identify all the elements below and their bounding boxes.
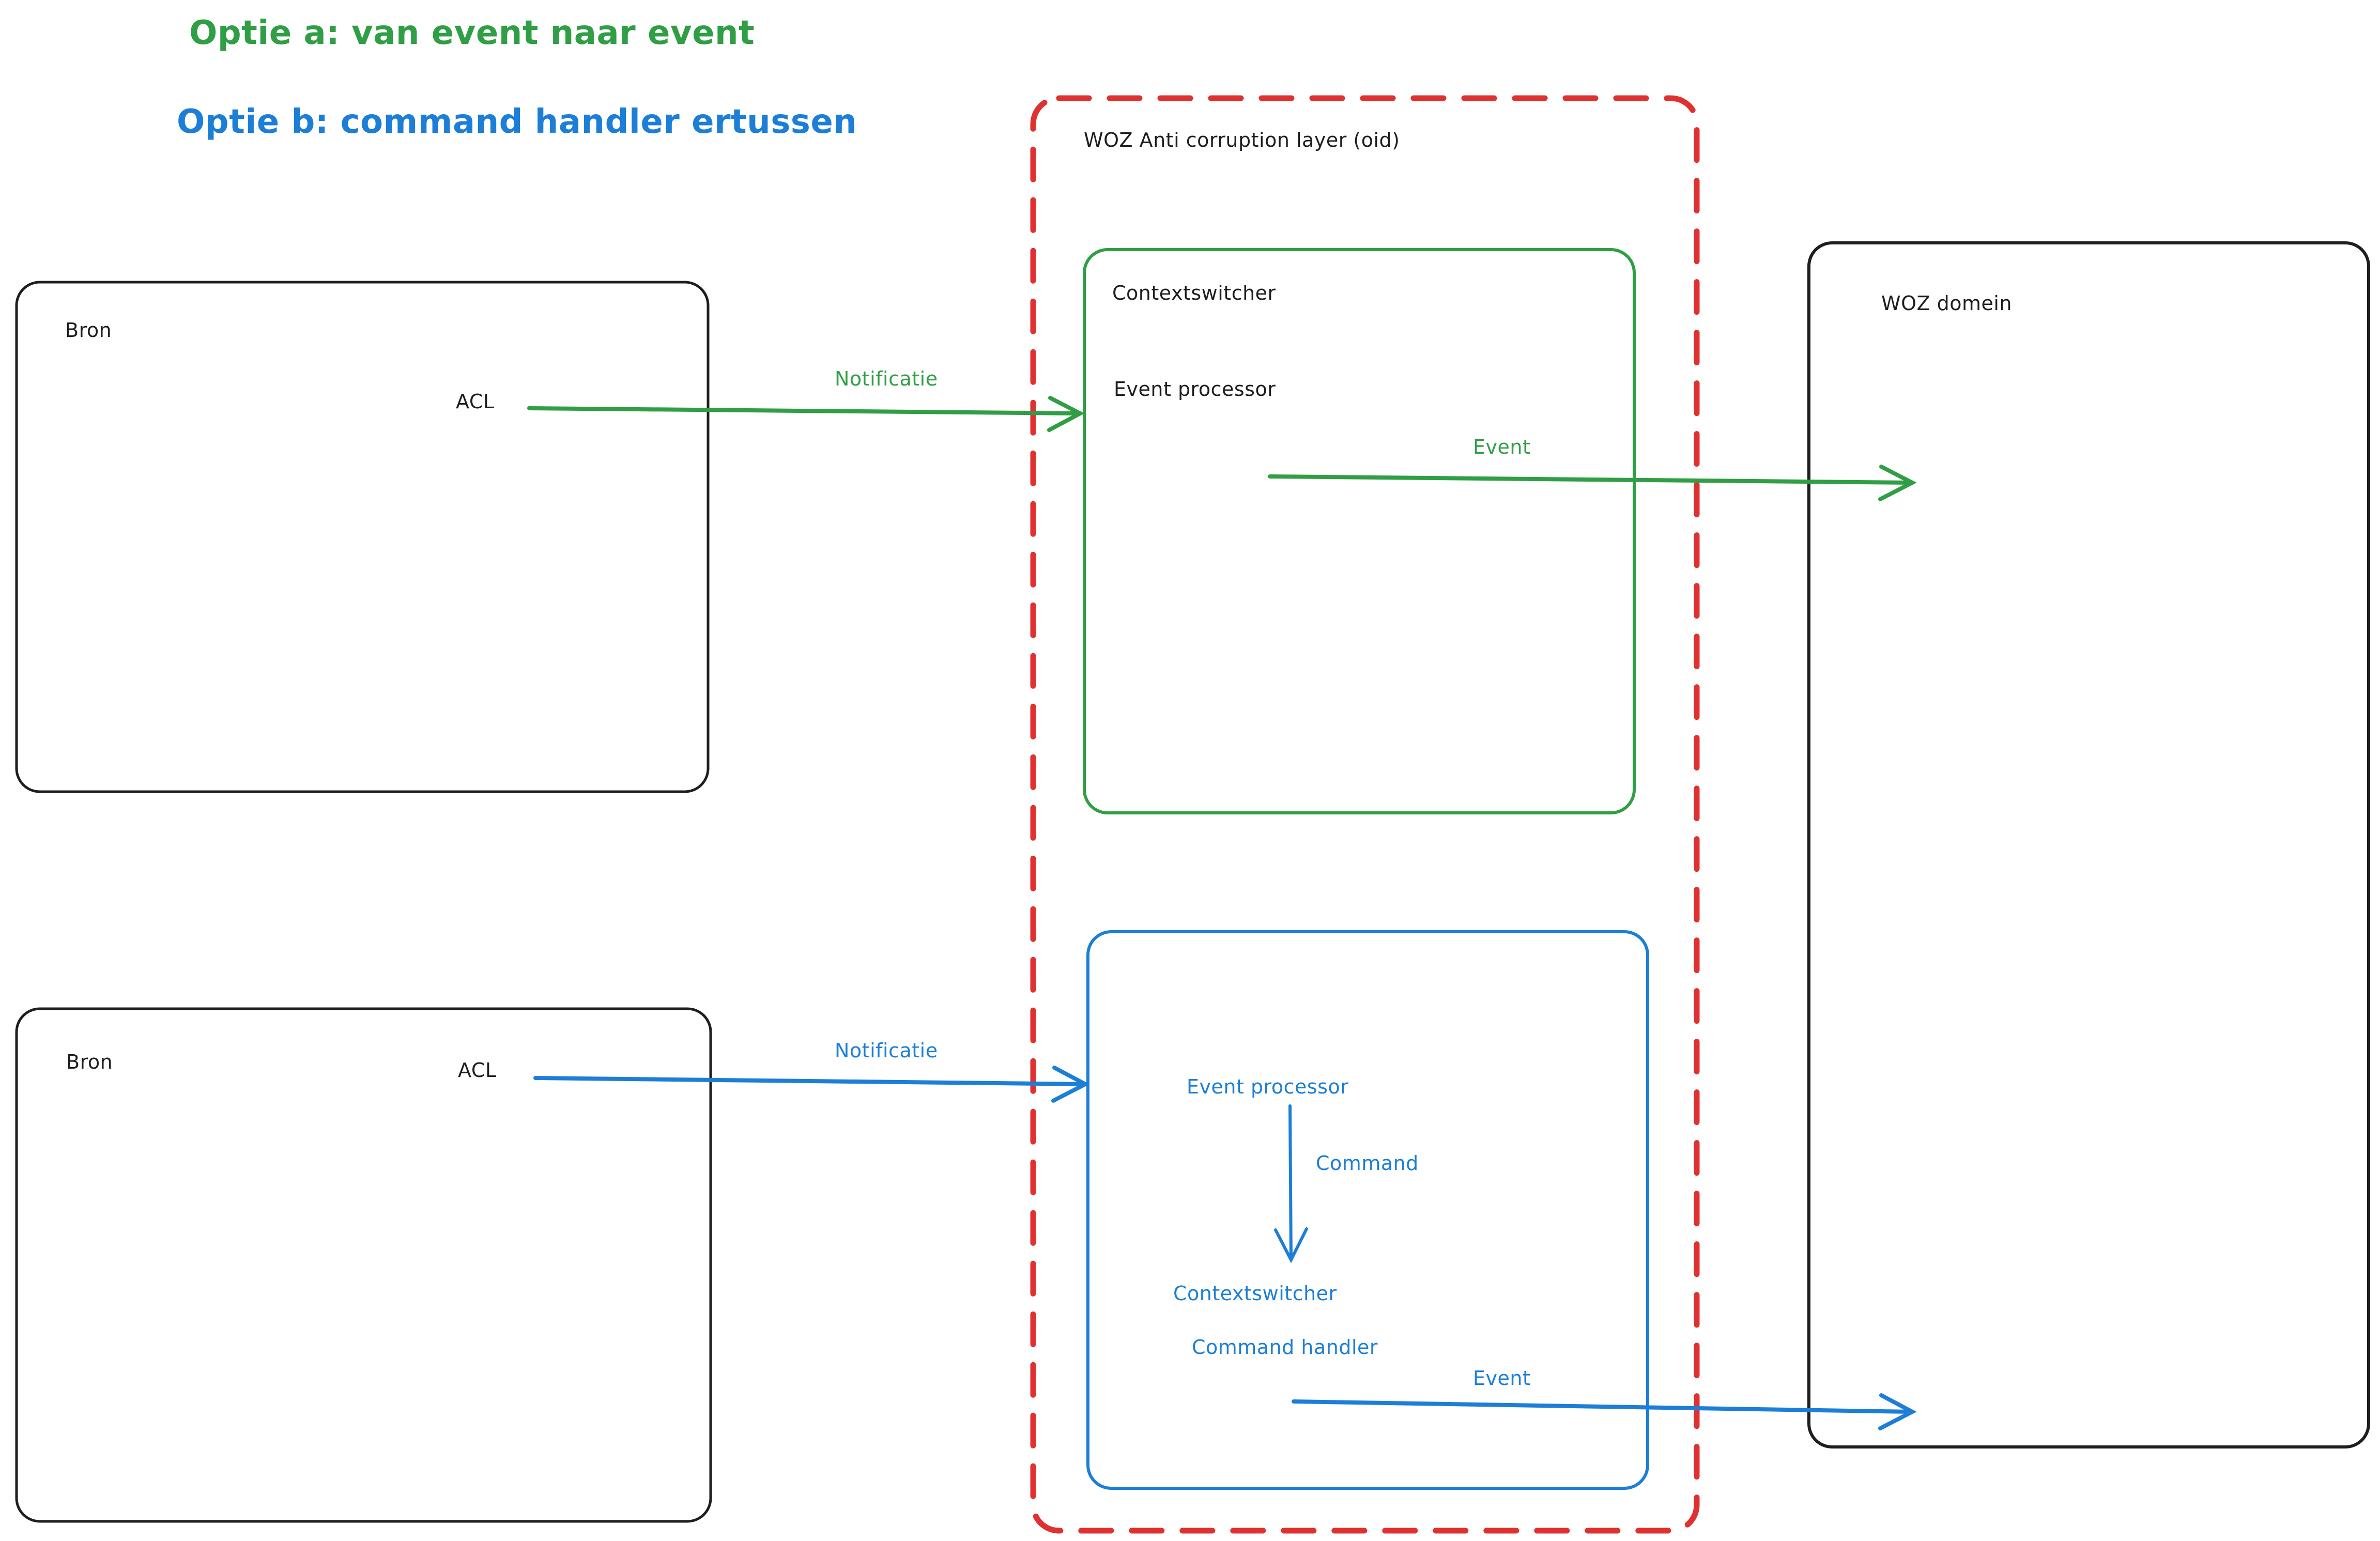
green-box-event-processor-label: Event processor xyxy=(1114,378,1276,400)
bron-top-box xyxy=(15,281,710,793)
bron-top-label: Bron xyxy=(65,319,112,342)
command-b-arrow xyxy=(1274,1104,1308,1263)
woz-domain-box xyxy=(1807,241,2370,1448)
acl-layer-box xyxy=(1030,95,1700,1534)
bron-bottom-acl-label: ACL xyxy=(458,1059,497,1082)
option-b-title: Optie b: command handler ertussen xyxy=(177,103,857,141)
blue-box-command-handler-label: Command handler xyxy=(1192,1336,1378,1359)
acl-layer-label: WOZ Anti corruption layer (oid) xyxy=(1084,129,1400,151)
option-a-title: Optie a: van event naar event xyxy=(189,14,755,52)
green-box-contextswitcher-label: Contextswitcher xyxy=(1112,282,1276,304)
notificatie-b-arrow xyxy=(533,1066,1090,1103)
notificatie-a-arrow xyxy=(527,396,1085,432)
green-contextswitcher-box xyxy=(1083,248,1636,814)
bron-bottom-box xyxy=(15,1007,712,1523)
bron-top-acl-label: ACL xyxy=(456,390,495,413)
woz-domain-label: WOZ domein xyxy=(1881,292,2013,315)
event-b-arrow-label: Event xyxy=(1473,1367,1531,1390)
blue-box-event-processor-label: Event processor xyxy=(1187,1075,1349,1098)
notificatie-b-arrow-label: Notificatie xyxy=(835,1039,938,1062)
event-a-arrow xyxy=(1268,465,1917,501)
blue-box-contextswitcher-label: Contextswitcher xyxy=(1173,1282,1337,1305)
blue-contextswitcher-box xyxy=(1086,930,1649,1490)
event-a-arrow-label: Event xyxy=(1473,436,1531,458)
notificatie-a-arrow-label: Notificatie xyxy=(835,367,938,390)
event-b-arrow xyxy=(1292,1393,1917,1430)
bron-bottom-label: Bron xyxy=(66,1051,113,1073)
command-arrow-label: Command xyxy=(1316,1152,1419,1175)
